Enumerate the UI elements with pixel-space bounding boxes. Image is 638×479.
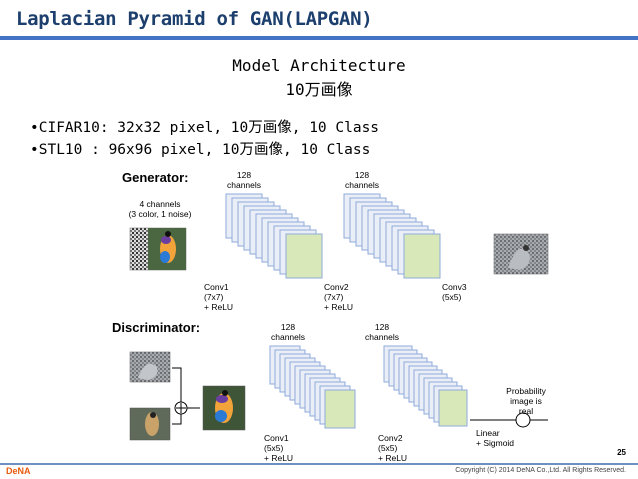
- generator-input-label-1: 4 channels: [139, 199, 181, 209]
- bullet-stl10: •STL10 : 96x96 pixel, 10万画像, 10 Class: [30, 142, 371, 158]
- generator-stack2-count: 128: [354, 170, 370, 180]
- generator-output-image: [493, 233, 549, 275]
- subtitle-line1: Model Architecture: [232, 56, 406, 75]
- discriminator-combined-image: [202, 385, 246, 431]
- feature-map-layer: [285, 233, 323, 279]
- discriminator-stack1-count: 128: [280, 322, 296, 332]
- discriminator-input-lowres: [129, 407, 171, 441]
- footer-bar: [0, 465, 638, 479]
- discriminator-conv1-label: Conv1(5x5)+ ReLU: [264, 433, 294, 463]
- feature-map-layer: [324, 389, 356, 429]
- feature-map-layer: [403, 233, 441, 279]
- generator-stack1-unit: channels: [226, 180, 262, 190]
- discriminator-stack1-unit: channels: [270, 332, 306, 342]
- title-bar: Laplacian Pyramid of GAN(LAPGAN): [0, 0, 638, 44]
- generator-input-label-2: (3 color, 1 noise): [128, 209, 192, 219]
- copyright-notice: Copyright (C) 2014 DeNA Co.,Ltd. All Rig…: [455, 467, 626, 474]
- generator-conv2-stack: [343, 193, 441, 279]
- slide-title: Laplacian Pyramid of GAN(LAPGAN): [16, 8, 373, 30]
- discriminator-conv2-label: Conv2(5x5)+ ReLU: [378, 433, 408, 463]
- discriminator-conv2-stack: [383, 345, 468, 427]
- title-underline: [0, 36, 638, 40]
- footer-rule: [0, 463, 638, 465]
- lowres-to-sum-line: [172, 414, 182, 425]
- page-number: 25: [617, 448, 626, 457]
- discriminator-stack2-unit: channels: [364, 332, 400, 342]
- discriminator-linear-label: Linear+ Sigmoid: [476, 428, 515, 448]
- generator-conv1-label: Conv1(7x7)+ ReLU: [204, 282, 234, 312]
- discriminator-conv1-stack: [269, 345, 356, 429]
- discriminator-stack2-count: 128: [374, 322, 390, 332]
- subtitle-line2: 10万画像: [285, 80, 353, 99]
- generator-stack1-count: 128: [236, 170, 252, 180]
- generator-heading: Generator:: [122, 170, 189, 185]
- bullet-cifar10: •CIFAR10: 32x32 pixel, 10万画像, 10 Class: [30, 120, 380, 136]
- generator-conv1-stack: [225, 193, 323, 279]
- discriminator-heading: Discriminator:: [112, 320, 201, 335]
- sum-node-icon: [174, 401, 188, 415]
- generator-conv3-label: Conv3(5x5): [442, 282, 467, 302]
- generator-input-image: [129, 227, 187, 271]
- feature-map-layer: [438, 389, 468, 427]
- residual-to-sum-line: [172, 367, 182, 402]
- discriminator-input-residual: [129, 351, 171, 383]
- company-logo: DeNA: [6, 466, 31, 476]
- generator-stack2-unit: channels: [344, 180, 380, 190]
- generator-conv2-label: Conv2(7x7)+ ReLU: [324, 282, 354, 312]
